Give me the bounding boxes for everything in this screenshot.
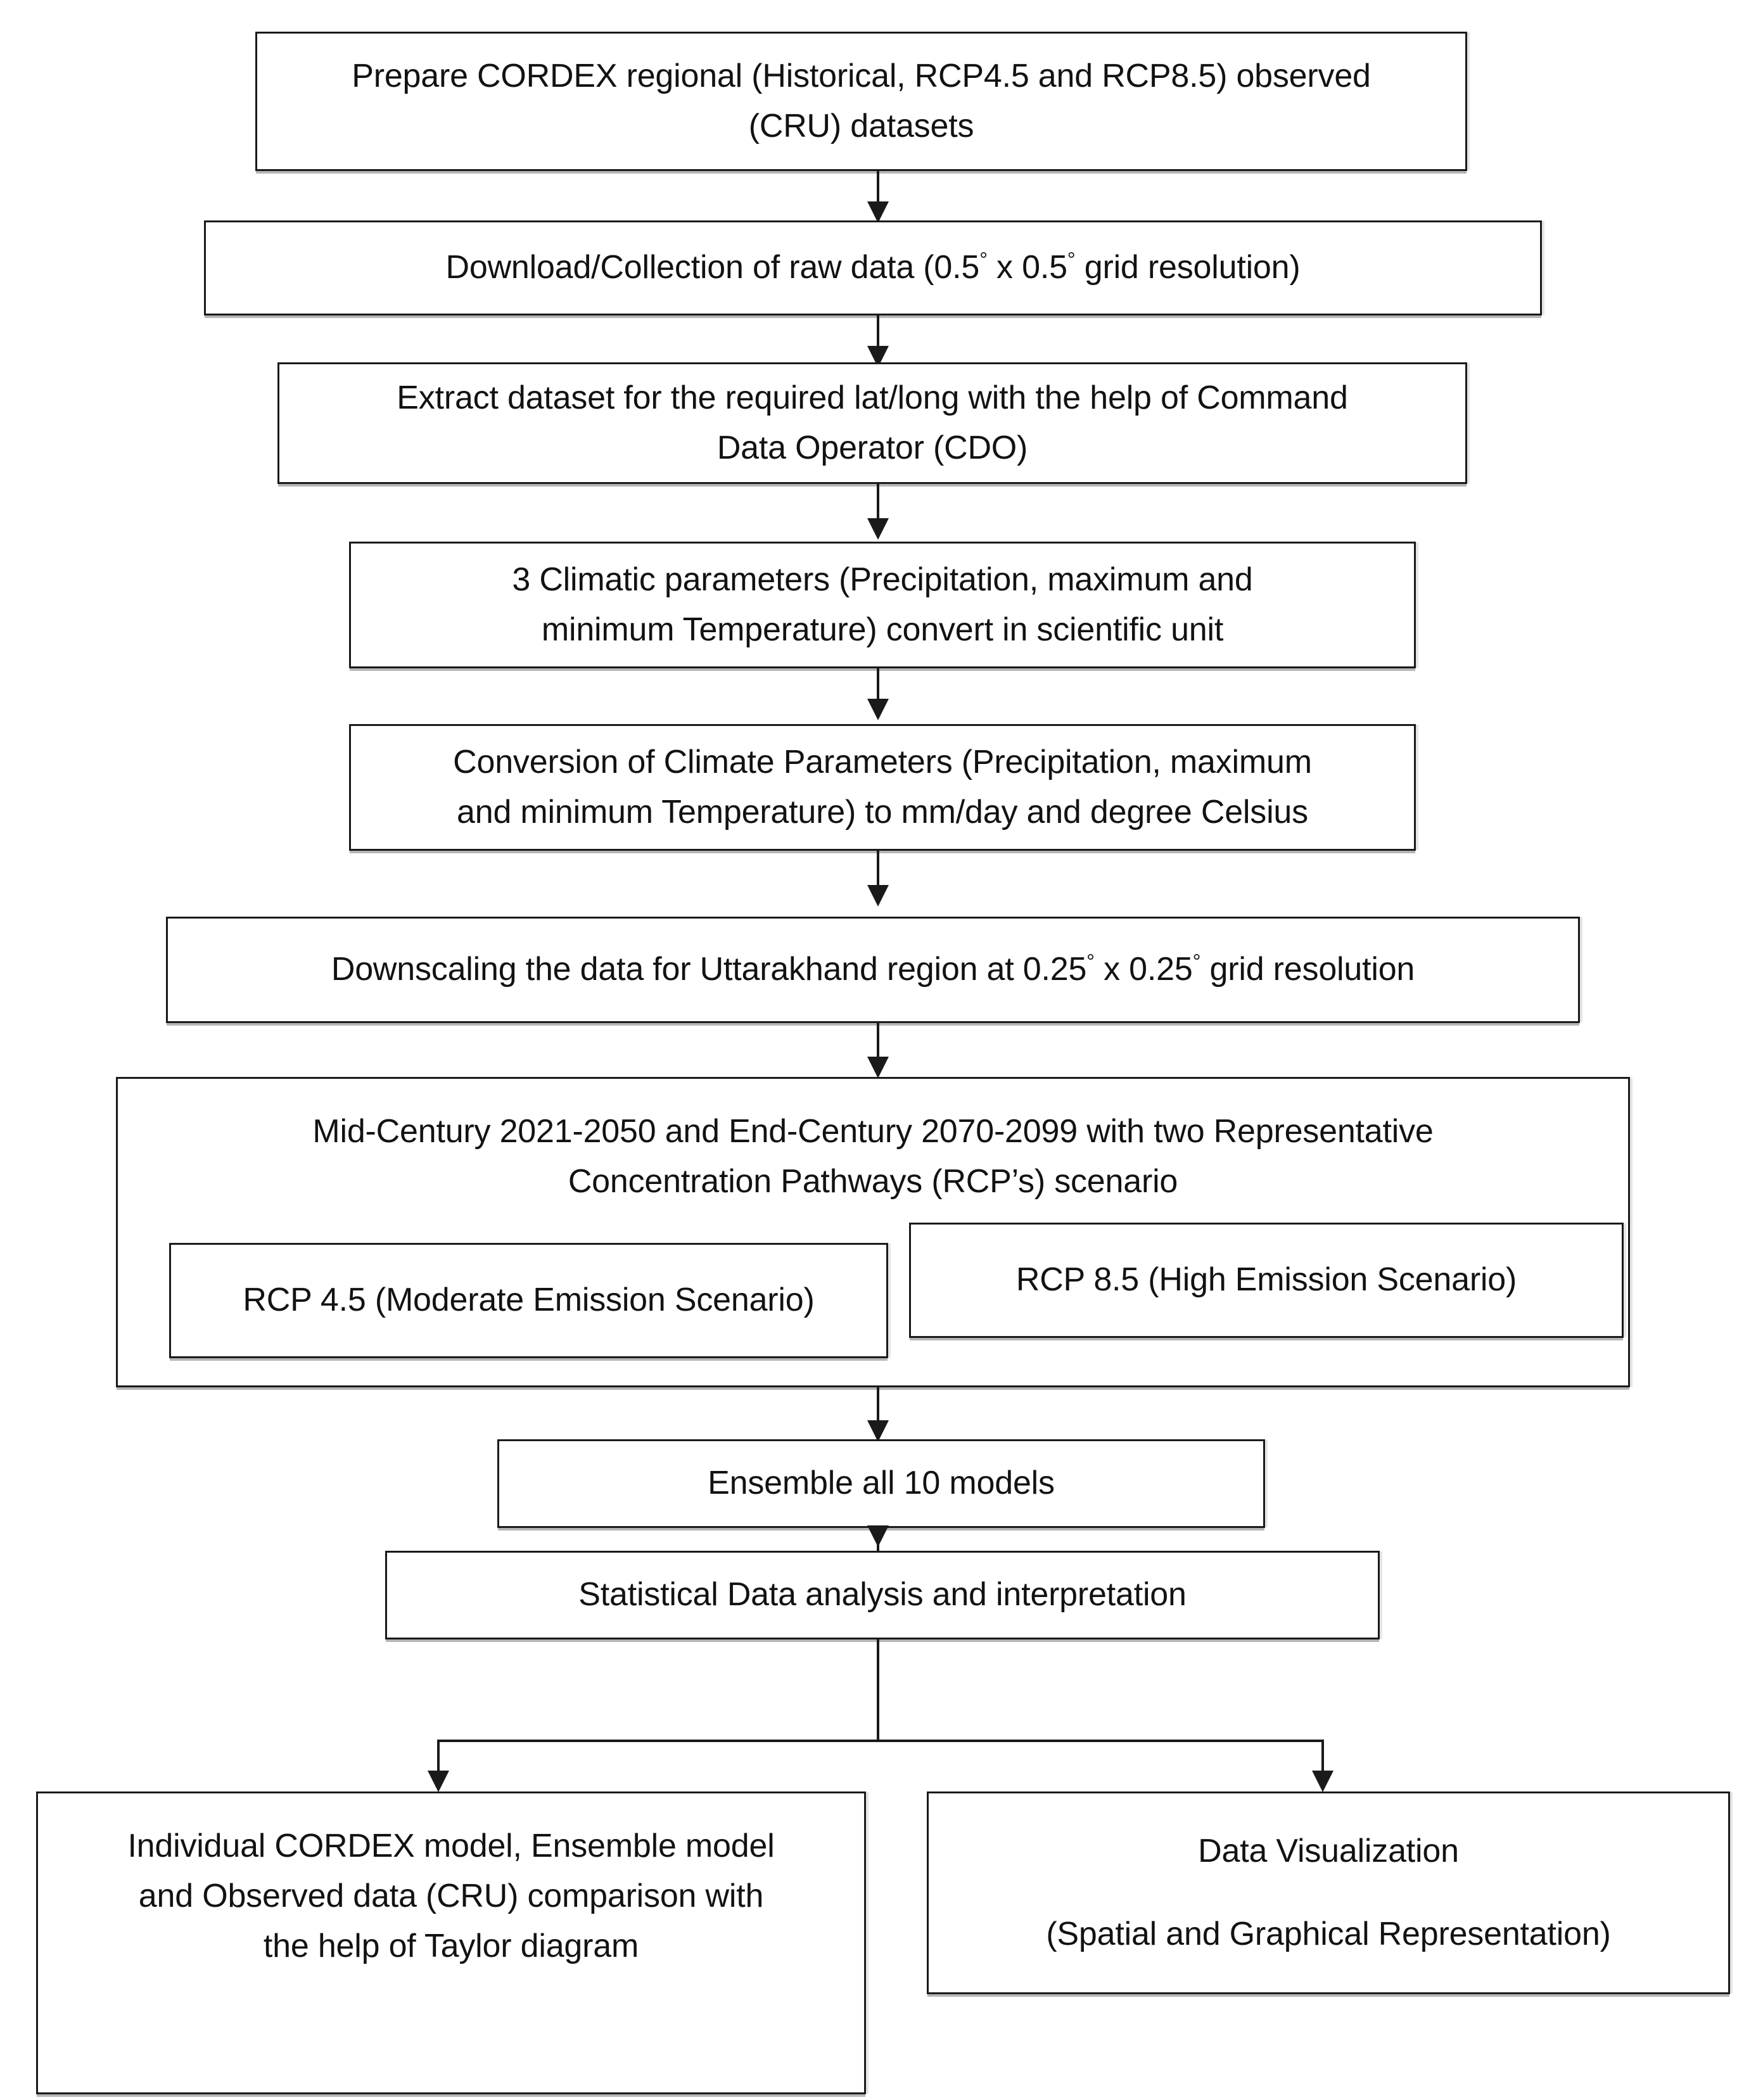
- connector-branch-right-arrowhead: [1312, 1771, 1333, 1792]
- connector-4-arrowhead: [867, 699, 889, 720]
- conversion-line-2: and minimum Temperature) to mm/day and d…: [457, 794, 1308, 830]
- connector-7-arrowhead: [867, 1420, 889, 1442]
- node-statistical-analysis-label: Statistical Data analysis and interpreta…: [578, 1576, 1187, 1613]
- taylor-line-2: and Observed data (CRU) comparison with: [138, 1878, 764, 1915]
- connector-6-line: [877, 1023, 879, 1066]
- node-conversion-parameters-text: Conversion of Climate Parameters (Precip…: [367, 737, 1397, 837]
- connector-5-line: [877, 851, 879, 894]
- node-ensemble-label: Ensemble all 10 models: [708, 1465, 1055, 1502]
- node-rcp-8-5: RCP 8.5 (High Emission Scenario): [909, 1223, 1624, 1338]
- visualization-spacer: [945, 1876, 1712, 1909]
- degree-icon: °: [1086, 950, 1095, 974]
- download-suffix: grid resolution): [1075, 249, 1301, 286]
- node-extract-dataset-text: Extract dataset for the required lat/lon…: [296, 373, 1449, 473]
- visualization-line-2: (Spatial and Graphical Representation): [1046, 1916, 1611, 1952]
- conversion-line-1: Conversion of Climate Parameters (Precip…: [453, 743, 1312, 780]
- taylor-line-3: the help of Taylor diagram: [263, 1928, 639, 1965]
- extract-line-1: Extract dataset for the required lat/lon…: [397, 379, 1348, 416]
- node-downscaling: Downscaling the data for Uttarakhand reg…: [166, 917, 1580, 1023]
- node-download-raw-text: Download/Collection of raw data (0.5° x …: [222, 243, 1524, 293]
- degree-icon: °: [979, 248, 988, 272]
- connector-2-line: [877, 315, 879, 355]
- prepare-line-2: (CRU) datasets: [748, 108, 974, 144]
- climatic-line-1: 3 Climatic parameters (Precipitation, ma…: [512, 561, 1253, 598]
- connector-branch-left-arrowhead: [428, 1771, 449, 1792]
- connector-7-line: [877, 1387, 879, 1430]
- connector-3-line: [877, 484, 879, 527]
- node-climatic-parameters-text: 3 Climatic parameters (Precipitation, ma…: [367, 555, 1397, 655]
- node-conversion-parameters: Conversion of Climate Parameters (Precip…: [349, 724, 1416, 851]
- connector-1-arrowhead: [867, 201, 889, 223]
- node-statistical-analysis: Statistical Data analysis and interpreta…: [385, 1551, 1380, 1639]
- connector-6-arrowhead: [867, 1057, 889, 1078]
- downscaling-prefix: Downscaling the data for Uttarakhand reg…: [331, 951, 1087, 988]
- connector-1-line: [877, 171, 879, 210]
- node-data-visualization: Data Visualization (Spatial and Graphica…: [927, 1791, 1730, 1994]
- degree-icon: °: [1067, 248, 1076, 272]
- climatic-line-2: minimum Temperature) convert in scientif…: [541, 611, 1224, 648]
- degree-icon: °: [1192, 950, 1201, 974]
- downscaling-suffix: grid resolution: [1200, 951, 1415, 988]
- node-extract-dataset: Extract dataset for the required lat/lon…: [277, 362, 1467, 484]
- node-data-visualization-text: Data Visualization (Spatial and Graphica…: [945, 1826, 1712, 1959]
- connector-branch-left-drop: [437, 1740, 440, 1779]
- connector-branch-right-drop: [1321, 1740, 1324, 1779]
- node-climatic-parameters: 3 Climatic parameters (Precipitation, ma…: [349, 542, 1416, 668]
- node-downscaling-text: Downscaling the data for Uttarakhand reg…: [184, 945, 1562, 995]
- connector-8-arrowhead: [867, 1525, 889, 1547]
- prepare-line-1: Prepare CORDEX regional (Historical, RCP…: [352, 57, 1371, 94]
- connector-5-arrowhead: [867, 885, 889, 907]
- century-line-2: Concentration Pathways (RCP’s) scenario: [568, 1163, 1178, 1200]
- node-taylor-comparison: Individual CORDEX model, Ensemble model …: [36, 1791, 866, 2094]
- node-century-scenarios-text: Mid-Century 2021-2050 and End-Century 20…: [134, 1107, 1612, 1207]
- extract-line-2: Data Operator (CDO): [716, 430, 1028, 466]
- connector-4-line: [877, 668, 879, 708]
- node-prepare-datasets-text: Prepare CORDEX regional (Historical, RCP…: [274, 51, 1449, 151]
- taylor-line-1: Individual CORDEX model, Ensemble model: [127, 1828, 775, 1864]
- downscaling-middle: x 0.25: [1094, 951, 1193, 988]
- node-prepare-datasets: Prepare CORDEX regional (Historical, RCP…: [255, 32, 1467, 171]
- visualization-line-1: Data Visualization: [1198, 1832, 1459, 1869]
- node-download-raw: Download/Collection of raw data (0.5° x …: [204, 220, 1542, 315]
- node-rcp-4-5: RCP 4.5 (Moderate Emission Scenario): [169, 1243, 888, 1358]
- node-ensemble: Ensemble all 10 models: [497, 1439, 1265, 1528]
- node-taylor-comparison-text: Individual CORDEX model, Ensemble model …: [54, 1821, 848, 1971]
- download-middle: x 0.5: [987, 249, 1067, 286]
- node-rcp-4-5-label: RCP 4.5 (Moderate Emission Scenario): [243, 1282, 815, 1319]
- download-prefix: Download/Collection of raw data (0.5: [445, 249, 980, 286]
- connector-branch-crossbar: [437, 1740, 1324, 1742]
- century-line-1: Mid-Century 2021-2050 and End-Century 20…: [312, 1113, 1434, 1150]
- connector-branch-stem: [877, 1639, 879, 1741]
- connector-3-arrowhead: [867, 518, 889, 540]
- node-rcp-8-5-label: RCP 8.5 (High Emission Scenario): [1015, 1261, 1517, 1299]
- node-century-scenarios: Mid-Century 2021-2050 and End-Century 20…: [116, 1077, 1630, 1387]
